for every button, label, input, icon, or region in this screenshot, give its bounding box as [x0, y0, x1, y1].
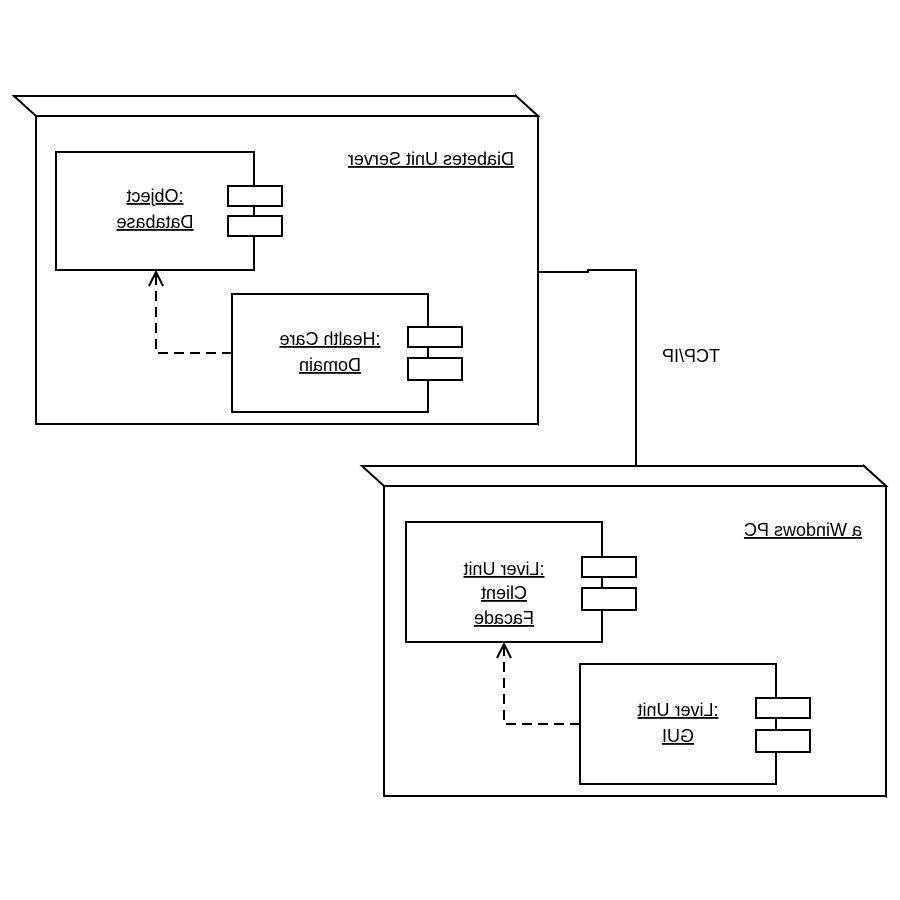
pc-node-top-face — [359, 465, 889, 487]
client-facade-box — [405, 521, 603, 643]
liver-gui-box — [579, 663, 777, 785]
health-care-domain-component: :Health Care Domain — [231, 293, 463, 413]
client-facade-label-line1: :Liver Unit — [463, 559, 544, 579]
server-node-top-face — [11, 95, 541, 117]
liver-gui-port-bottom — [755, 729, 811, 753]
dependency-arrow-pc — [496, 641, 580, 725]
liver-gui-label-line1: :Liver Unit — [637, 700, 718, 720]
tcp-ip-label: TCP/IP — [662, 346, 720, 366]
client-facade-component: :Liver Unit Client Facade — [405, 521, 637, 643]
object-database-port-top — [227, 185, 283, 207]
health-care-domain-label-line1: :Health Care — [279, 329, 380, 349]
health-care-domain-port-top — [407, 326, 463, 348]
client-facade-port-bottom — [581, 587, 637, 611]
dependency-arrow-server — [148, 269, 232, 354]
object-database-box — [55, 151, 255, 271]
client-facade-port-top — [581, 556, 637, 578]
server-node-title: Diabetes Unit Server — [348, 149, 514, 169]
pc-node-title: a Windows PC — [744, 520, 862, 540]
object-database-port-bottom — [227, 215, 283, 237]
client-facade-label-line3: Facade — [474, 608, 534, 628]
health-care-domain-label-line2: Domain — [299, 355, 361, 375]
health-care-domain-box — [231, 293, 429, 413]
health-care-domain-port-bottom — [407, 357, 463, 381]
tcp-ip-connection-line — [538, 269, 637, 466]
client-facade-label-line2: Client — [481, 583, 527, 603]
liver-gui-label-line2: GUI — [662, 726, 694, 746]
object-database-label-line2: Database — [116, 212, 193, 232]
liver-gui-port-top — [755, 697, 811, 719]
object-database-component: :Object Database — [55, 151, 283, 271]
object-database-label-line1: :Object — [126, 186, 183, 206]
liver-gui-component: :Liver Unit GUI — [579, 663, 811, 785]
